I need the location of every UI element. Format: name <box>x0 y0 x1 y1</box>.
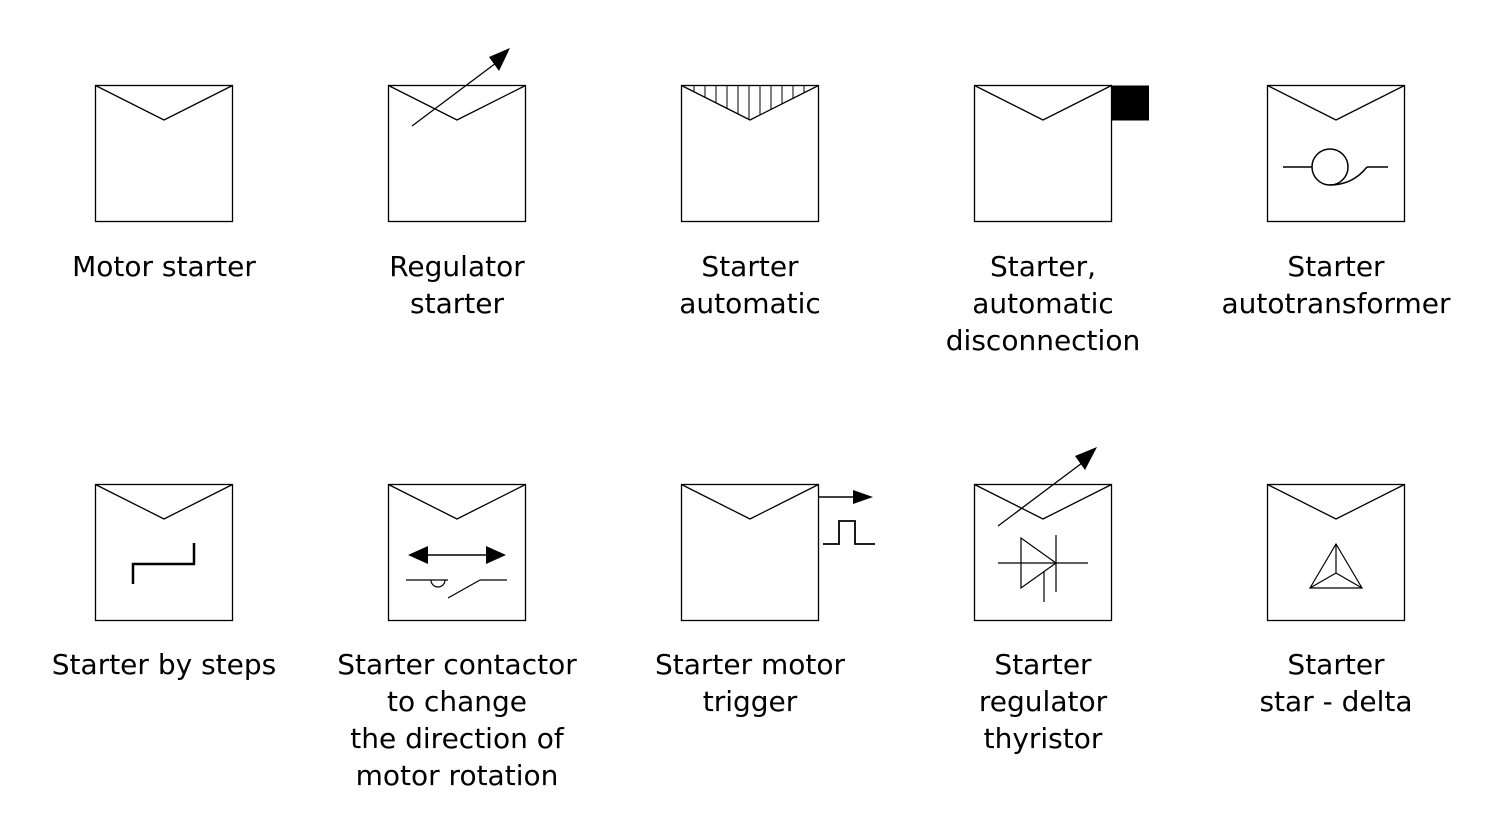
label-line: to change <box>386 685 528 718</box>
regulator-starter-label: Regulator starter <box>317 248 597 322</box>
starter-autotransformer-icon <box>1266 84 1406 223</box>
label-line: the direction of <box>350 722 564 755</box>
starter-automatic-label: Starter automatic <box>610 248 890 322</box>
label-line: Starter contactor <box>337 648 577 681</box>
label-line: disconnection <box>945 324 1141 357</box>
starter-regulator-thyristor-icon <box>973 447 1113 622</box>
label-line: automatic <box>972 287 1114 320</box>
motor-starter-label: Motor starter <box>24 248 304 285</box>
starter-star-delta-label: Starter star - delta <box>1196 646 1476 720</box>
starter-by-steps-label: Starter by steps <box>24 646 304 683</box>
motor-starter-icon <box>94 84 234 223</box>
label-line: regulator <box>978 685 1108 718</box>
regulator-starter-icon <box>387 48 527 223</box>
label-line: trigger <box>702 685 798 718</box>
label-line: autotransformer <box>1221 287 1451 320</box>
label-line: Starter by steps <box>51 648 277 681</box>
label-line: starter <box>410 287 504 320</box>
starter-motor-trigger-icon <box>680 483 875 622</box>
label-line: Starter <box>701 250 799 283</box>
label-line: Starter, <box>989 250 1097 283</box>
starter-automatic-disconnection-icon <box>973 84 1149 223</box>
label-line: automatic <box>679 287 821 320</box>
starter-contactor-label: Starter contactor to change the directio… <box>317 646 597 794</box>
label-line: Starter motor <box>654 648 846 681</box>
starter-by-steps-icon <box>94 483 234 622</box>
label-line: Motor starter <box>72 250 256 283</box>
starter-star-delta-icon <box>1266 483 1406 622</box>
starter-contactor-direction-icon <box>387 483 527 622</box>
label-line: Starter <box>1287 648 1385 681</box>
label-line: Regulator <box>389 250 525 283</box>
label-line: Starter <box>1287 250 1385 283</box>
starter-automatic-disconnection-label: Starter, automatic disconnection <box>903 248 1183 359</box>
starter-motor-trigger-label: Starter motor trigger <box>610 646 890 720</box>
label-line: star - delta <box>1259 685 1413 718</box>
label-line: Starter <box>994 648 1092 681</box>
starter-automatic-icon <box>680 84 820 223</box>
starter-autotransformer-label: Starter autotransformer <box>1196 248 1476 322</box>
label-line: motor rotation <box>355 759 559 792</box>
starter-regulator-thyristor-label: Starter regulator thyristor <box>903 646 1183 757</box>
label-line: thyristor <box>983 722 1103 755</box>
